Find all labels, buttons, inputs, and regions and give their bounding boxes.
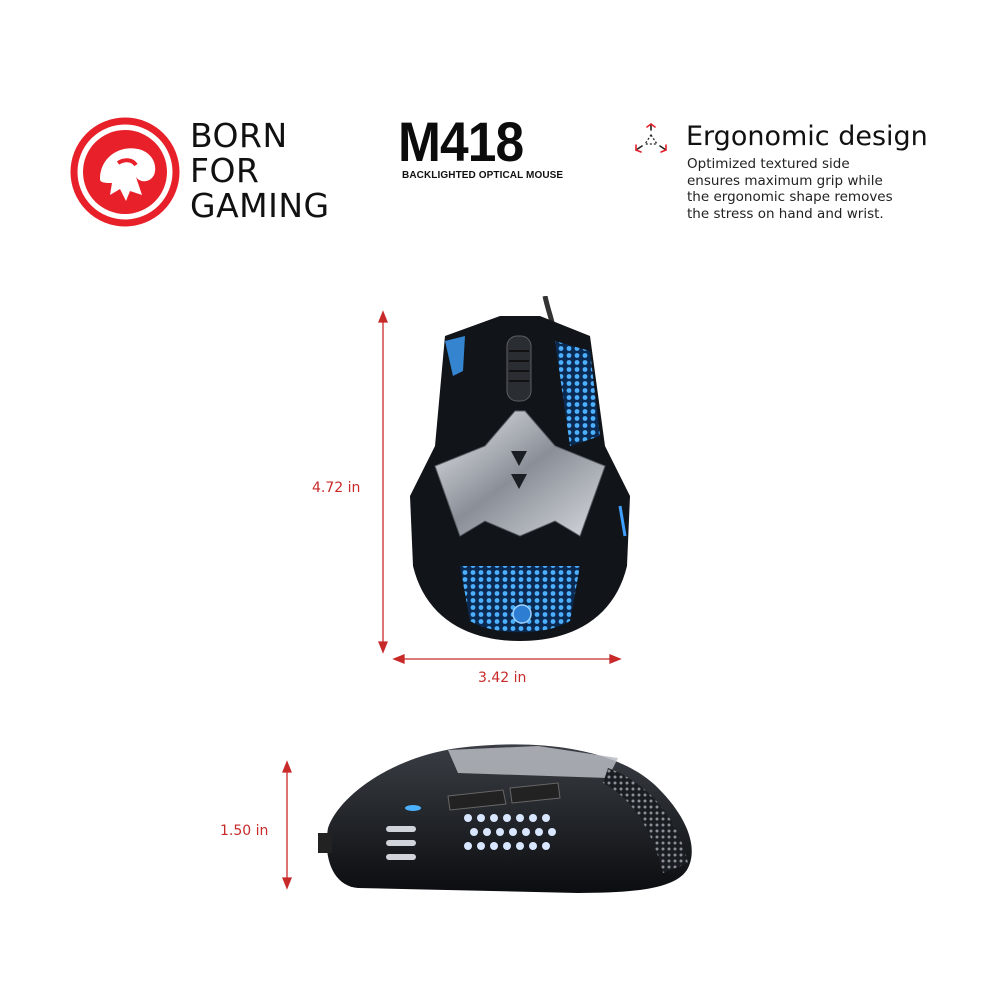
- width-arrow-left: [392, 654, 405, 664]
- triangle-dashed-nodes-icon: [635, 123, 667, 153]
- feature-desc-line-3: the ergonomic shape removes: [687, 189, 893, 205]
- height-arrow-bottom: [378, 641, 388, 654]
- brand-tagline: BORN FOR GAMING: [190, 118, 360, 223]
- tagline-line-2: FOR: [190, 151, 260, 190]
- feature-desc-line-4: the stress on hand and wrist.: [687, 205, 884, 222]
- depth-arrow-top: [282, 760, 292, 773]
- feature-desc-line-1: Optimized textured side: [687, 156, 850, 172]
- height-dimension-label: 4.72 in: [312, 480, 361, 496]
- model-name: M418: [398, 110, 524, 173]
- width-dimension-label: 3.42 in: [478, 670, 527, 686]
- feature-desc-line-2: ensures maximum grip while: [687, 172, 883, 189]
- feature-description: Optimized textured side ensures maximum …: [687, 156, 947, 222]
- mouse-top-view-image: [410, 296, 630, 641]
- height-arrow-top: [378, 310, 388, 323]
- depth-dimension-label: 1.50 in: [220, 823, 269, 839]
- feature-title: Ergonomic design: [686, 121, 928, 152]
- tagline-line-3: GAMING: [190, 186, 330, 225]
- width-arrow-right: [609, 654, 622, 664]
- tagline-line-1: BORN: [190, 116, 288, 155]
- brand-logo-icon: [70, 117, 180, 227]
- mouse-side-view-image: [318, 744, 692, 893]
- model-subtitle: BACKLIGHTED OPTICAL MOUSE: [402, 170, 564, 181]
- depth-arrow-bottom: [282, 877, 292, 890]
